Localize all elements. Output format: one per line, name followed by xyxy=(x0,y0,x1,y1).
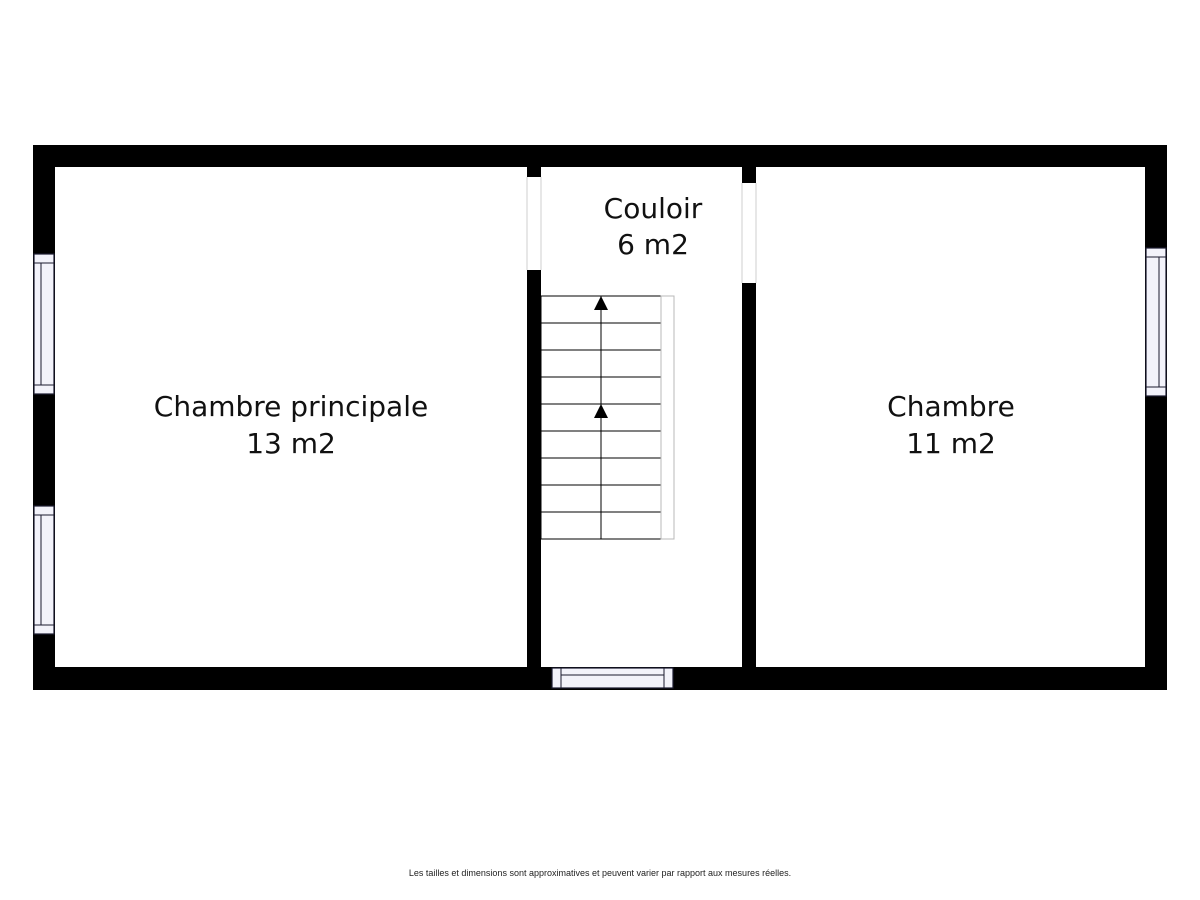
window-left-lower xyxy=(33,505,55,635)
window-right xyxy=(1145,247,1167,397)
interior-wall-right-lower xyxy=(742,283,756,690)
room-area-bedroom: 11 m2 xyxy=(906,427,996,460)
arrow-up-icon xyxy=(594,404,608,418)
window-left-upper xyxy=(33,253,55,395)
room-area-master: 13 m2 xyxy=(246,427,336,460)
room-name-bedroom: Chambre xyxy=(887,390,1015,423)
arrow-up-icon xyxy=(594,296,608,310)
outer-wall-top xyxy=(33,145,1167,167)
room-name-corridor: Couloir xyxy=(604,192,703,225)
room-area-corridor: 6 m2 xyxy=(617,228,689,261)
stair-handrail xyxy=(660,295,675,540)
window-bottom xyxy=(551,667,674,689)
disclaimer-text: Les tailles et dimensions sont approxima… xyxy=(408,868,792,878)
room-name-master: Chambre principale xyxy=(154,390,428,423)
interior-wall-right-upper xyxy=(742,145,756,183)
outer-wall-right xyxy=(1145,145,1167,690)
interior-wall-left-upper xyxy=(527,145,541,177)
staircase xyxy=(540,295,675,540)
interior-wall-left-lower xyxy=(527,270,541,690)
